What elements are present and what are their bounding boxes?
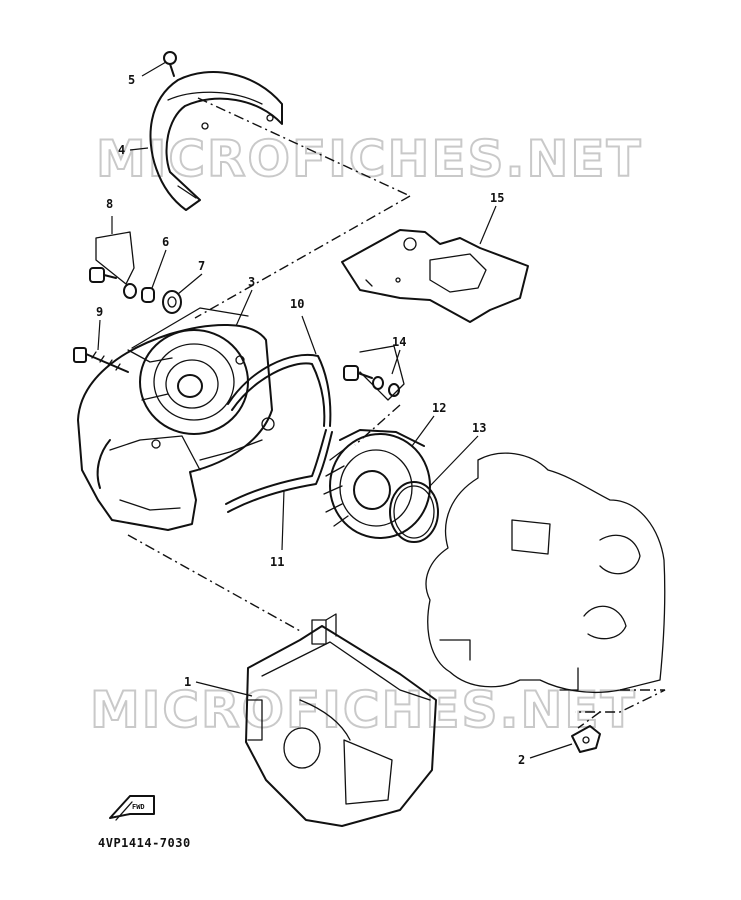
part-spacer-6 — [141, 287, 155, 303]
part-oring-13 — [389, 481, 439, 543]
fwd-label: FWD — [132, 803, 145, 811]
alignment-line-lower — [127, 534, 303, 633]
callout-4: 4 — [118, 143, 125, 157]
engine-crankcase — [425, 452, 666, 694]
part-bolt-9 — [73, 347, 129, 373]
callout-14: 14 — [392, 335, 406, 349]
callout-11: 11 — [270, 555, 284, 569]
part-screw-8 — [89, 231, 135, 285]
alignment-line-fan — [354, 404, 401, 446]
callout-15: 15 — [490, 191, 504, 205]
part-damper-7 — [162, 290, 182, 314]
callout-8: 8 — [106, 197, 113, 211]
watermark-bottom: MICROFICHES.NET — [90, 681, 637, 739]
callout-1: 1 — [184, 675, 191, 689]
diagram-reference-code: 4VP1414-7030 — [98, 836, 191, 850]
callout-13: 13 — [472, 421, 486, 435]
part-gasket-15 — [341, 229, 529, 323]
alignment-line-cover — [197, 97, 411, 197]
callout-7: 7 — [198, 259, 205, 273]
leader-lines — [97, 61, 573, 759]
callout-2: 2 — [518, 753, 525, 767]
part-lower-shroud-1 — [245, 613, 437, 827]
alignment-line-engine — [575, 689, 666, 713]
part-fan-12 — [323, 429, 431, 539]
part-hose-10 — [227, 353, 332, 427]
callout-10: 10 — [290, 297, 304, 311]
part-cover-4 — [149, 71, 283, 211]
watermark-top: MICROFICHES.NET — [96, 130, 643, 188]
callout-3: 3 — [248, 275, 255, 289]
alignment-lines — [127, 97, 666, 729]
part-washer — [123, 283, 137, 299]
part-bolt-14 — [343, 345, 405, 401]
callout-12: 12 — [432, 401, 446, 415]
callout-9: 9 — [96, 305, 103, 319]
part-shroud-3 — [77, 307, 275, 531]
part-screw-5 — [163, 51, 177, 77]
callout-5: 5 — [128, 73, 135, 87]
alignment-line-shroud — [194, 195, 411, 319]
part-hose-11 — [225, 429, 333, 513]
forward-arrow-icon: FWD — [109, 795, 155, 821]
part-damper-2 — [571, 725, 601, 753]
alignment-line-bracket — [577, 711, 601, 729]
callout-6: 6 — [162, 235, 169, 249]
